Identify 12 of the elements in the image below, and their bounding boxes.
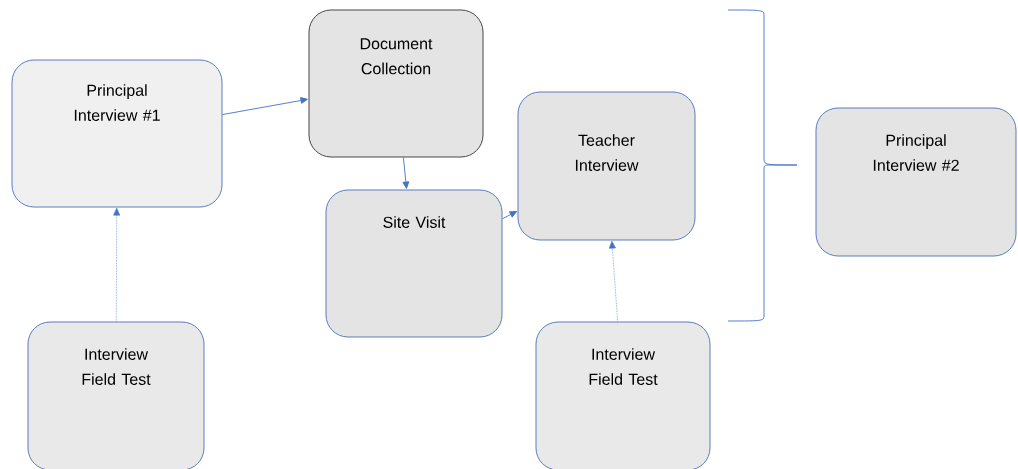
arrow xyxy=(608,240,618,322)
process-box: Principal Interview #1 xyxy=(11,59,223,208)
arrow xyxy=(402,157,410,189)
process-box: Teacher Interview xyxy=(517,91,696,241)
process-box: Principal Interview #2 xyxy=(815,107,1017,257)
arrow xyxy=(113,207,121,322)
field-test-box: Interview Field Test xyxy=(535,321,711,469)
process-box: Document Collection xyxy=(308,9,484,158)
arrow xyxy=(222,97,308,116)
arrow xyxy=(502,211,517,220)
process-box: Site Visit xyxy=(325,189,503,338)
field-test-box: Interview Field Test xyxy=(27,321,205,469)
